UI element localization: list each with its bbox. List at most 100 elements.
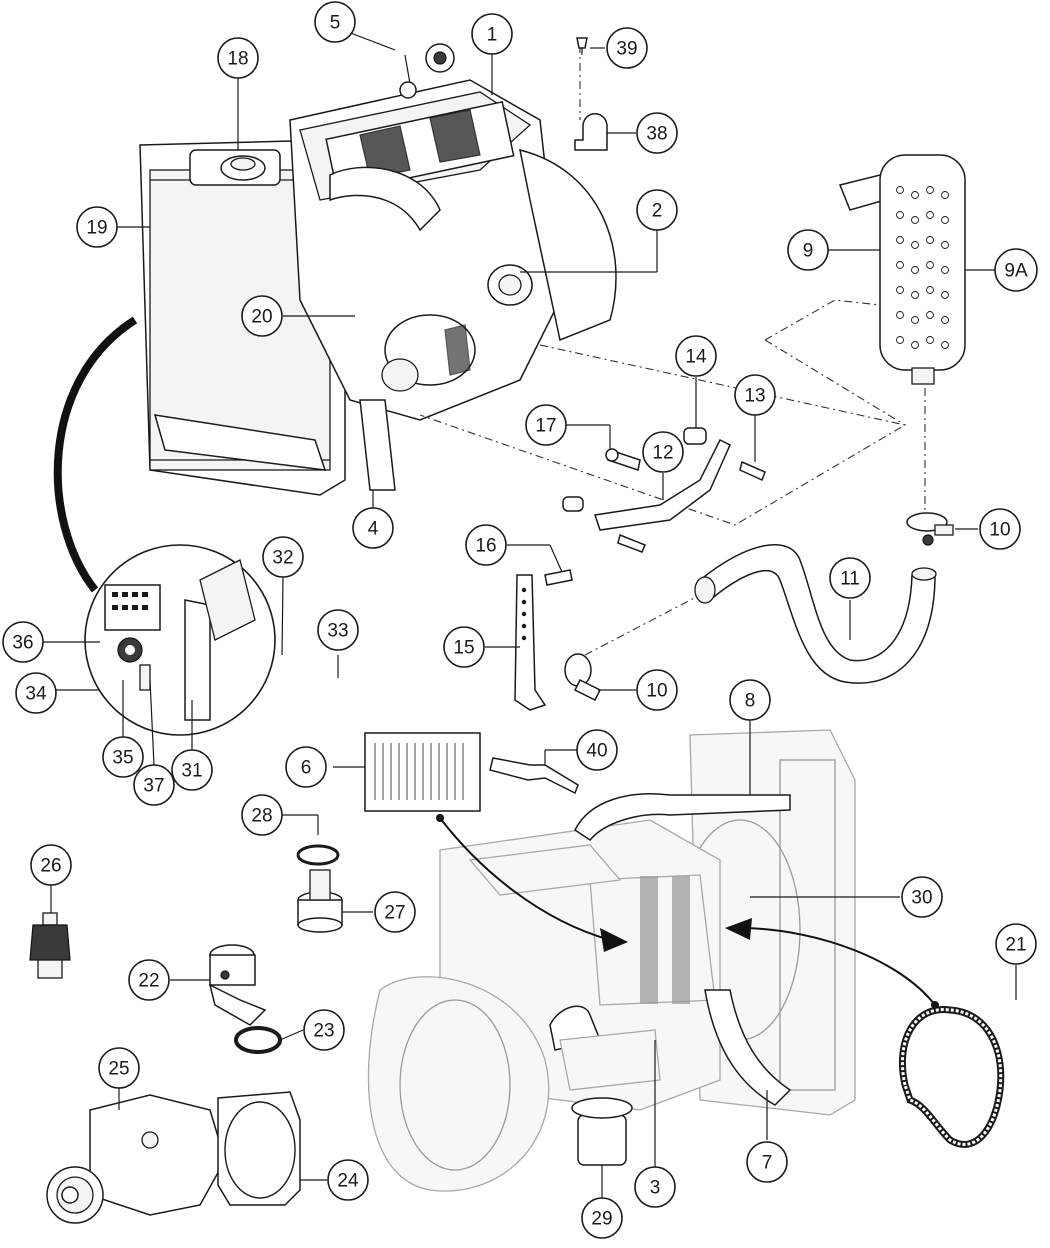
callout-33: 33 bbox=[317, 609, 359, 651]
v-belt-part bbox=[898, 1006, 1005, 1148]
callout-21: 21 bbox=[995, 923, 1037, 965]
callout-label: 21 bbox=[1005, 935, 1026, 956]
callout-1: 1 bbox=[471, 13, 513, 55]
callout-label: 18 bbox=[227, 49, 248, 70]
callout-2: 2 bbox=[636, 189, 678, 231]
callout-12: 12 bbox=[642, 431, 684, 473]
callout-label: 10 bbox=[646, 681, 667, 702]
clip-part bbox=[574, 37, 608, 151]
ghost-engine-illustration bbox=[367, 729, 856, 1192]
callout-label: 9 bbox=[803, 241, 814, 262]
glow-plug-part bbox=[489, 757, 579, 795]
callout-38: 38 bbox=[636, 112, 678, 154]
callout-10-bottom: 10 bbox=[636, 669, 678, 711]
callout-11: 11 bbox=[829, 557, 871, 599]
callout-36: 36 bbox=[2, 621, 44, 663]
callout-4: 4 bbox=[352, 507, 394, 549]
callout-24: 24 bbox=[327, 1159, 369, 1201]
callout-label: 14 bbox=[685, 347, 707, 368]
callout-label: 30 bbox=[911, 888, 932, 909]
callout-16: 16 bbox=[465, 524, 507, 566]
gasket-part bbox=[234, 1026, 282, 1054]
callout-label: 35 bbox=[112, 748, 133, 769]
callout-10-top: 10 bbox=[979, 508, 1021, 550]
callout-35: 35 bbox=[102, 736, 144, 778]
fuel-pump-part bbox=[208, 944, 267, 1026]
assembly-dash-lines bbox=[419, 45, 926, 656]
hanger-bracket-part bbox=[514, 569, 573, 711]
callout-label: 38 bbox=[646, 124, 667, 145]
muffler-part bbox=[838, 154, 966, 385]
callout-label: 16 bbox=[475, 536, 496, 557]
water-pump-gasket-part bbox=[217, 1091, 301, 1206]
callout-39: 39 bbox=[606, 27, 648, 69]
thermostat-part bbox=[297, 869, 343, 933]
callout-label: 39 bbox=[616, 39, 637, 60]
callout-label: 5 bbox=[330, 13, 341, 34]
callout-label: 34 bbox=[25, 684, 47, 705]
detail-arrow bbox=[53, 316, 138, 593]
engine-block-part bbox=[289, 43, 617, 491]
callout-label: 26 bbox=[40, 856, 61, 877]
callout-37: 37 bbox=[133, 764, 175, 806]
callout-label: 37 bbox=[143, 776, 164, 797]
callout-15: 15 bbox=[443, 626, 485, 668]
engine-assembly-illustration bbox=[139, 43, 617, 496]
callout-label: 19 bbox=[86, 218, 107, 239]
radiator-part bbox=[139, 139, 346, 496]
callout-label: 23 bbox=[313, 1021, 334, 1042]
callout-6: 6 bbox=[285, 746, 327, 788]
callout-5: 5 bbox=[314, 1, 356, 43]
callout-label: 33 bbox=[327, 621, 348, 642]
callout-label: 9A bbox=[1004, 261, 1028, 282]
callout-31: 31 bbox=[171, 749, 213, 791]
callout-25: 25 bbox=[98, 1047, 140, 1089]
callout-label: 32 bbox=[272, 548, 293, 569]
callout-19: 19 bbox=[76, 206, 118, 248]
callout-label: 1 bbox=[487, 25, 498, 46]
exhaust-pipe-part bbox=[694, 543, 937, 684]
bracket-part bbox=[562, 427, 766, 553]
callout-label: 15 bbox=[453, 638, 474, 659]
callout-3: 3 bbox=[634, 1166, 676, 1208]
callout-label: 2 bbox=[652, 201, 663, 222]
callout-9: 9 bbox=[787, 229, 829, 271]
callout-label: 8 bbox=[745, 691, 756, 712]
callout-label: 20 bbox=[251, 307, 272, 328]
o-ring-part bbox=[296, 844, 340, 866]
callout-22: 22 bbox=[128, 959, 170, 1001]
callout-18: 18 bbox=[217, 37, 259, 79]
air-filter-part bbox=[364, 732, 481, 812]
callout-label: 36 bbox=[12, 633, 33, 654]
clamp-part bbox=[564, 653, 602, 702]
callout-28: 28 bbox=[241, 794, 283, 836]
callout-label: 28 bbox=[251, 806, 272, 827]
callout-label: 12 bbox=[652, 443, 673, 464]
callout-27: 27 bbox=[374, 891, 416, 933]
callout-30: 30 bbox=[901, 876, 943, 918]
callout-label: 25 bbox=[108, 1059, 129, 1080]
callout-label: 17 bbox=[535, 416, 556, 437]
callout-17: 17 bbox=[525, 404, 567, 446]
leader-lines bbox=[43, 31, 1017, 1198]
sensor-part bbox=[29, 912, 71, 979]
callout-label: 3 bbox=[650, 1178, 661, 1199]
callout-13: 13 bbox=[734, 374, 776, 416]
pointer-arrows bbox=[436, 814, 939, 1009]
callout-label: 31 bbox=[181, 761, 202, 782]
callout-label: 4 bbox=[368, 519, 379, 540]
callout-14: 14 bbox=[675, 335, 717, 377]
callout-label: 24 bbox=[337, 1171, 359, 1192]
callout-9a: 9A bbox=[994, 248, 1038, 292]
callout-label: 11 bbox=[840, 569, 860, 590]
callout-label: 13 bbox=[744, 386, 765, 407]
clamp-part bbox=[906, 512, 954, 546]
callout-label: 27 bbox=[384, 903, 405, 924]
callout-20: 20 bbox=[241, 295, 283, 337]
callout-7: 7 bbox=[746, 1141, 788, 1183]
callout-32: 32 bbox=[262, 536, 304, 578]
callout-label: 6 bbox=[301, 758, 312, 779]
callout-label: 29 bbox=[591, 1209, 612, 1230]
callout-23: 23 bbox=[303, 1009, 345, 1051]
callout-label: 40 bbox=[586, 741, 607, 762]
